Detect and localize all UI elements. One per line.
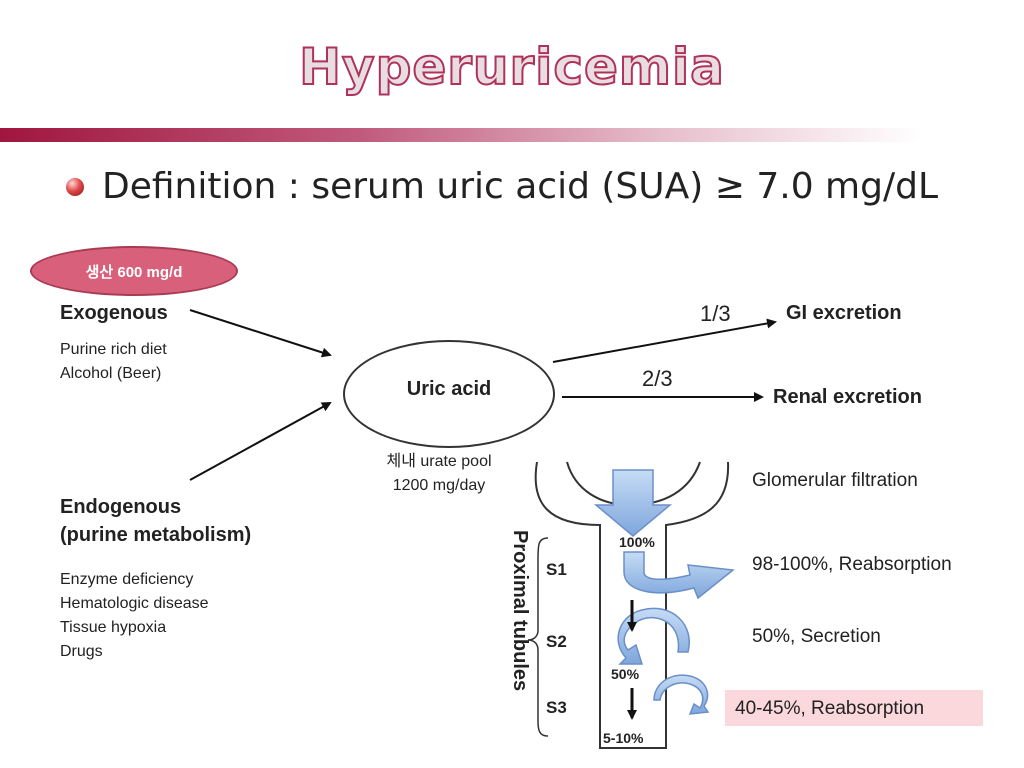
production-badge: 생산 600 mg/d <box>30 246 238 296</box>
reabsorption-label-1: 98-100%, Reabsorption <box>752 554 952 575</box>
uric-acid-label: Uric acid <box>406 378 492 400</box>
reabsorption-2-arrow-icon <box>653 674 710 715</box>
reabsorption-label-2: 40-45%, Reabsorption <box>735 698 925 719</box>
exogenous-item: Alcohol (Beer) <box>60 365 162 382</box>
segment-s1-label: S1 <box>546 560 567 579</box>
endogenous-title-line1: Endogenous <box>60 496 182 518</box>
proximal-tubules-label: Proximal tubules <box>509 530 531 692</box>
reabsorption-highlight-box <box>725 690 983 726</box>
exogenous-arrow <box>189 309 332 358</box>
glomerular-filtration-label: Glomerular filtration <box>752 470 918 491</box>
secretion-arrow-icon <box>617 607 690 665</box>
urate-pool-line2: 1200 mg/day <box>392 477 486 494</box>
gi-fraction: 1/3 <box>700 301 731 326</box>
exogenous-title: Exogenous <box>60 302 168 324</box>
glomerulus-outline <box>534 461 730 749</box>
gi-excretion-arrow <box>552 318 777 363</box>
segment-s2-label: S2 <box>546 632 567 651</box>
secretion-label: 50%, Secretion <box>752 626 881 647</box>
definition-text: Definition : serum uric acid (SUA) ≥ 7.0… <box>102 166 938 207</box>
percent-5-10-label: 5-10% <box>603 730 644 746</box>
urate-pool: 체내 urate pool 1200 mg/day <box>355 450 523 498</box>
reabsorption-arrow-icon <box>623 551 735 600</box>
urate-pool-line1: 체내 urate pool <box>386 453 492 470</box>
endogenous-item: Hematologic disease <box>60 595 209 612</box>
endogenous-item: Drugs <box>60 643 103 660</box>
endogenous-item: Tissue hypoxia <box>60 619 167 636</box>
endogenous-list: Enzyme deficiency Hematologic disease Ti… <box>60 568 209 664</box>
gi-excretion-label: GI excretion <box>786 302 902 324</box>
endogenous-item: Enzyme deficiency <box>60 571 194 588</box>
bullet-icon <box>66 178 84 196</box>
renal-excretion-label: Renal excretion <box>773 386 922 408</box>
title-divider-bar <box>0 128 1024 142</box>
filtration-arrow-icon <box>593 469 673 537</box>
percent-100-label: 100% <box>619 534 655 550</box>
segment-s3-label: S3 <box>546 698 567 717</box>
endogenous-title: Endogenous (purine metabolism) <box>60 493 251 549</box>
renal-fraction: 2/3 <box>642 366 673 391</box>
exogenous-item: Purine rich diet <box>60 341 167 358</box>
endogenous-arrow <box>189 402 332 481</box>
endogenous-title-line2: (purine metabolism) <box>60 524 252 546</box>
percent-50-label: 50% <box>611 666 640 682</box>
uric-acid-node <box>343 340 555 448</box>
exogenous-list: Purine rich diet Alcohol (Beer) <box>60 338 167 386</box>
proximal-bracket <box>527 537 549 737</box>
page-title: Hyperuricemia <box>298 37 725 97</box>
